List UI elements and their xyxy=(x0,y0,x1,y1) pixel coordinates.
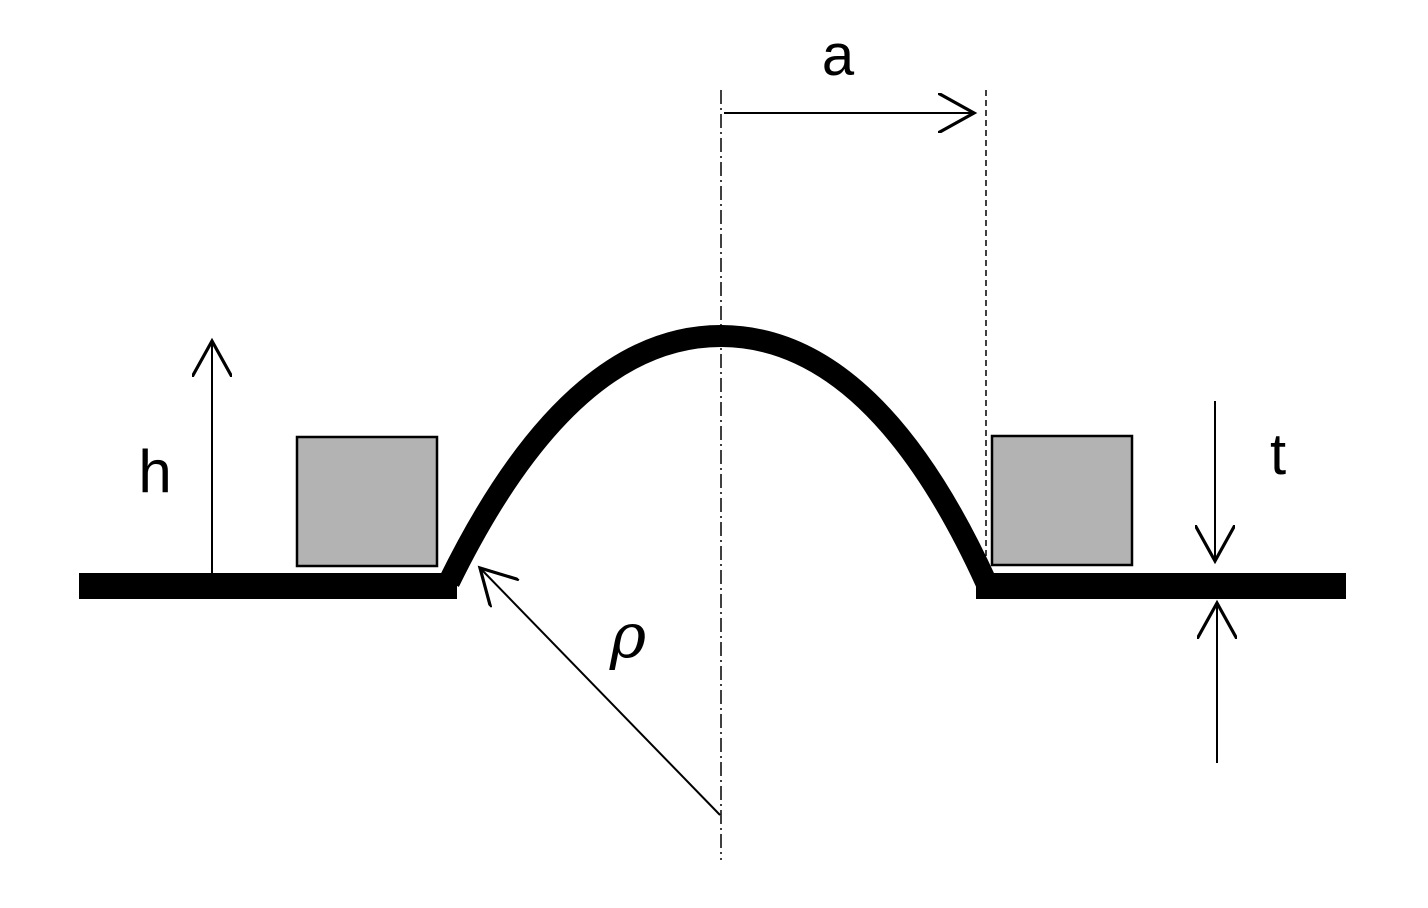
label-t: t xyxy=(1270,422,1286,487)
label-rho: ρ xyxy=(609,599,646,672)
block-right xyxy=(990,434,1134,567)
block-left xyxy=(295,435,439,568)
radius-rho-arrow xyxy=(480,568,721,816)
label-a: a xyxy=(822,23,855,88)
label-h: h xyxy=(138,438,171,505)
arch-profile xyxy=(439,324,997,587)
